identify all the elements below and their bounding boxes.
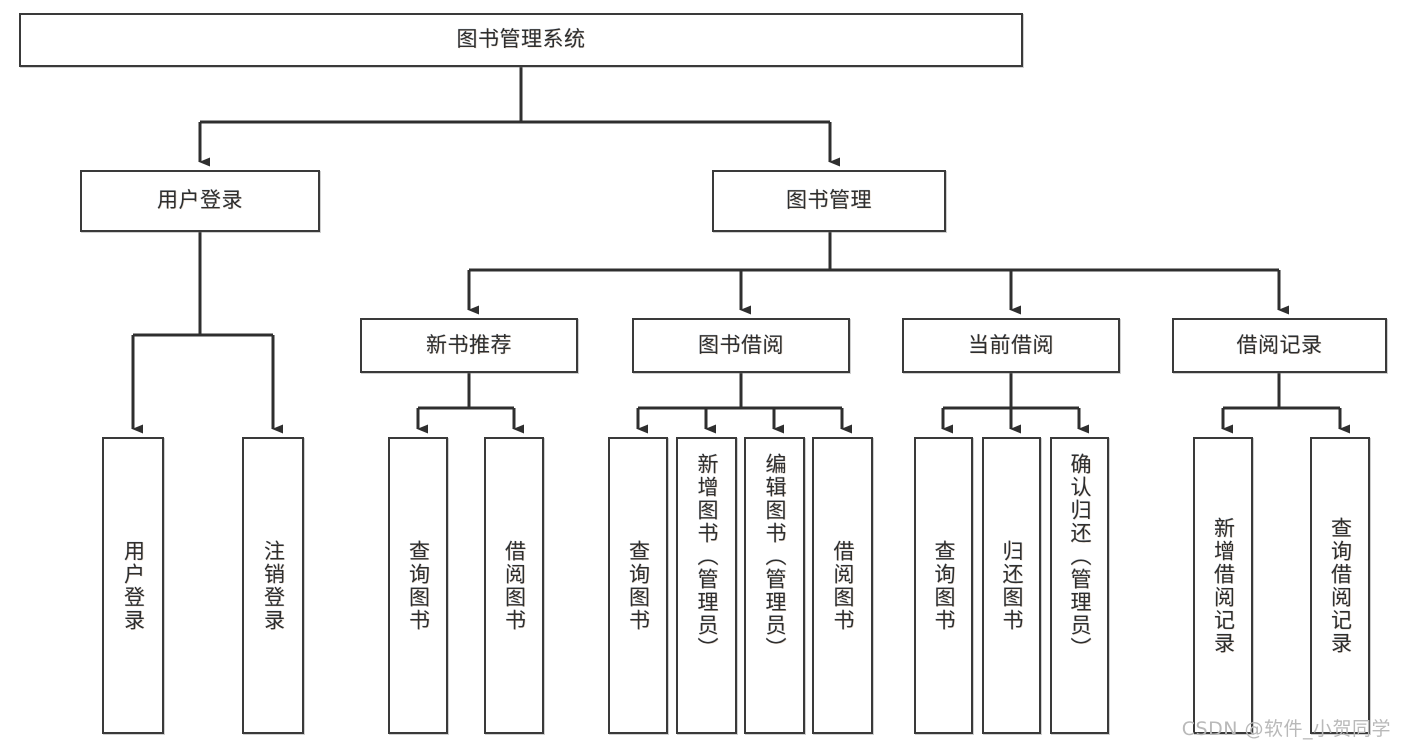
node-current-borrow-label: 当前借阅 [968, 332, 1054, 357]
node-new-book-recommend[interactable]: 新书推荐 [360, 318, 578, 373]
leaf-add-borrow-record[interactable]: 新增借阅记录 [1193, 437, 1253, 734]
leaf-borrow-book[interactable]: 借阅图书 [812, 437, 873, 734]
leaf-query-book-current[interactable]: 查询图书 [914, 437, 973, 734]
leaf-query-book-borrow-label: 查询图书 [626, 539, 651, 632]
leaf-borrow-book-label: 借阅图书 [831, 539, 855, 632]
leaf-user-login-label: 用户登录 [121, 539, 146, 632]
leaf-logout[interactable]: 注销登录 [242, 437, 304, 734]
leaf-return-book[interactable]: 归还图书 [982, 437, 1041, 734]
node-root-label: 图书管理系统 [456, 27, 586, 52]
leaf-edit-book-admin[interactable]: 编辑图书（管理员） [744, 437, 805, 734]
node-new-book-recommend-label: 新书推荐 [426, 332, 512, 357]
node-root[interactable]: 图书管理系统 [19, 13, 1023, 67]
leaf-query-book-borrow[interactable]: 查询图书 [608, 437, 668, 734]
leaf-query-borrow-record-label: 查询借阅记录 [1328, 516, 1353, 655]
node-book-management-label: 图书管理 [786, 188, 872, 213]
node-current-borrow[interactable]: 当前借阅 [902, 318, 1120, 373]
node-borrow-records[interactable]: 借阅记录 [1172, 318, 1387, 373]
leaf-add-book-admin[interactable]: 新增图书（管理员） [676, 437, 737, 734]
node-book-borrow[interactable]: 图书借阅 [632, 318, 850, 373]
leaf-query-borrow-record[interactable]: 查询借阅记录 [1310, 437, 1370, 734]
leaf-return-book-label: 归还图书 [1000, 539, 1024, 632]
node-borrow-records-label: 借阅记录 [1236, 332, 1323, 357]
leaf-query-book-current-label: 查询图书 [932, 539, 956, 632]
node-book-borrow-label: 图书借阅 [698, 332, 784, 357]
leaf-add-borrow-record-label: 新增借阅记录 [1211, 516, 1236, 655]
node-book-management[interactable]: 图书管理 [712, 170, 946, 232]
leaf-query-book-recommend-label: 查询图书 [406, 539, 431, 632]
leaf-borrow-book-recommend[interactable]: 借阅图书 [484, 437, 544, 734]
node-user-login[interactable]: 用户登录 [80, 170, 320, 232]
leaf-add-book-admin-label: 新增图书（管理员） [695, 453, 719, 660]
leaf-edit-book-admin-label: 编辑图书（管理员） [763, 453, 787, 660]
leaf-confirm-return-admin[interactable]: 确认归还（管理员） [1050, 437, 1109, 734]
leaf-borrow-book-recommend-label: 借阅图书 [502, 539, 527, 632]
leaf-confirm-return-admin-label: 确认归还（管理员） [1068, 453, 1092, 660]
leaf-user-login[interactable]: 用户登录 [102, 437, 164, 734]
leaf-query-book-recommend[interactable]: 查询图书 [388, 437, 448, 734]
node-user-login-label: 用户登录 [157, 188, 243, 213]
leaf-logout-label: 注销登录 [261, 539, 286, 632]
